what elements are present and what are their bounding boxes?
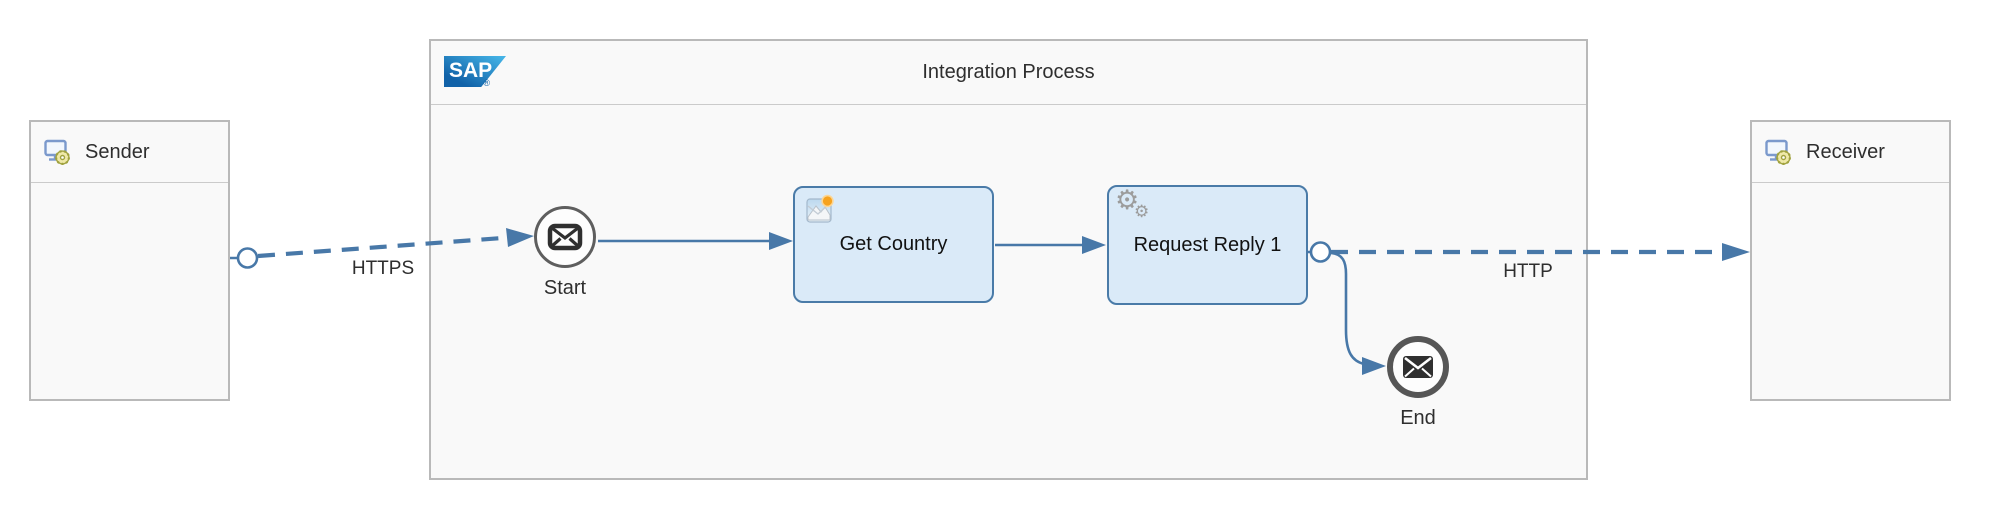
process-title: Integration Process [922,61,1095,83]
flow-arrowhead [1362,357,1386,375]
end-event-label: End [1400,407,1436,429]
end-event[interactable] [1387,336,1449,398]
flow-arrowhead [769,232,793,250]
receiver-participant[interactable]: Receiver [1750,120,1951,401]
requestreply-port[interactable] [1309,241,1332,263]
message-envelope-filled-icon [1403,356,1433,378]
sender-header: Sender [31,122,228,183]
integration-process-pool[interactable]: SAP ® Integration Process [429,39,1588,480]
system-participant-icon [44,139,71,166]
start-event-label: Start [543,277,587,299]
http-channel-arrowhead [1722,243,1750,261]
sap-logo-registered-mark: ® [483,78,490,88]
task-request-reply[interactable]: ⚙ ⚙ Request Reply 1 [1107,185,1308,305]
sender-participant[interactable]: Sender [29,120,230,401]
message-envelope-icon [547,223,583,251]
receiver-label: Receiver [1806,140,1885,163]
sap-logo: SAP ® [444,56,506,88]
task-get-country-label: Get Country [839,233,948,255]
https-channel-arrowhead [506,228,534,247]
integration-process-header: SAP ® Integration Process [431,41,1586,105]
http-channel-label: HTTP [1503,261,1553,282]
gears-icon: ⚙ ⚙ [1115,185,1150,221]
content-modifier-icon [806,194,834,223]
flow-arrowhead [1082,236,1106,254]
sender-port[interactable] [236,247,259,269]
receiver-header: Receiver [1752,122,1949,183]
task-get-country[interactable]: Get Country [793,186,994,303]
sap-logo-text: SAP [449,59,493,82]
sender-label: Sender [85,140,150,163]
system-participant-icon [1765,139,1792,166]
task-request-reply-label: Request Reply 1 [1133,233,1282,256]
flow-requestreply-to-end[interactable] [1330,251,1365,366]
https-channel-label: HTTPS [351,258,415,279]
https-channel-line[interactable] [257,235,504,259]
start-event[interactable] [534,206,596,268]
